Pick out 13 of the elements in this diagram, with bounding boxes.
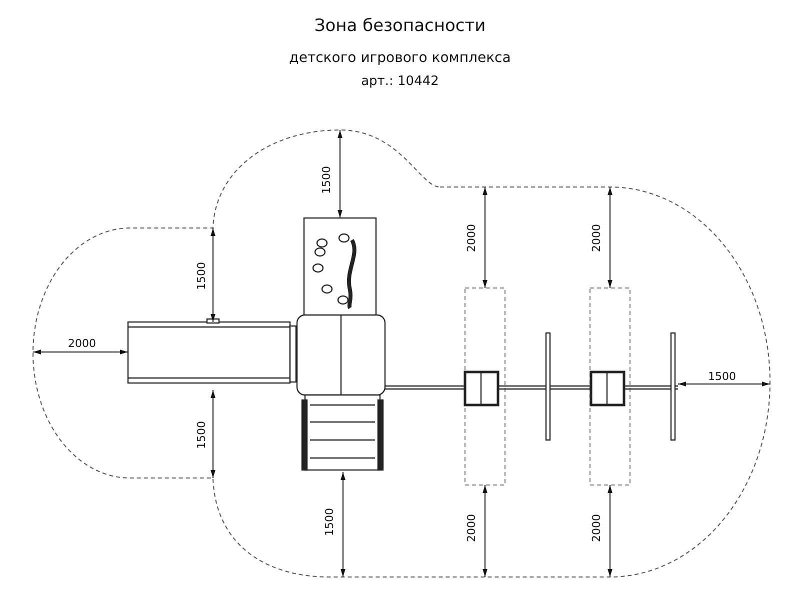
dimension-label: 1500: [196, 421, 208, 449]
dimension-label: 1500: [324, 508, 336, 536]
title: Зона безопасности: [313, 16, 487, 36]
dimension-label: 2000: [466, 224, 478, 252]
dimension-label: 2000: [68, 338, 96, 350]
dimension-label: 2000: [591, 224, 603, 252]
dimension-label: 2000: [591, 514, 603, 542]
subtitle: детского игрового комплекса: [288, 50, 512, 66]
subtitle: арт.: 10442: [360, 74, 440, 89]
dimension-label: 1500: [196, 262, 208, 290]
dimension-label: 2000: [466, 514, 478, 542]
dimension-label: 1500: [708, 371, 736, 383]
dimension-label: 1500: [321, 166, 333, 194]
